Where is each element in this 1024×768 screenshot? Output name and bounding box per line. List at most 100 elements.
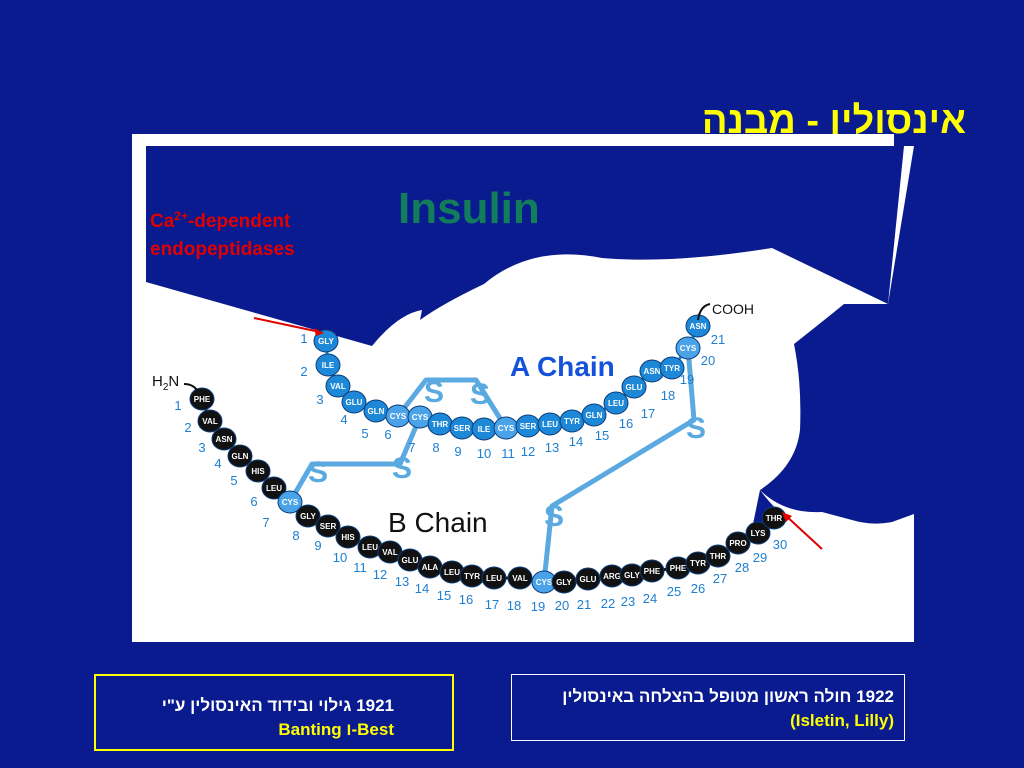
first-patient-line2: (Isletin, Lilly) [790, 711, 894, 730]
discovery-line2: Best-ו Banting [278, 720, 394, 739]
chain-b-residue-number: 15 [437, 588, 451, 603]
residue-label: TYR [564, 417, 580, 426]
residue-label: GLN [586, 411, 603, 420]
chain-b-residue: GLU [575, 567, 601, 591]
cleavage-arrow-b [783, 513, 823, 550]
chain-a-residue-number: 8 [432, 440, 439, 455]
residue-label: TYR [464, 572, 480, 581]
enzyme-label-line2: endopeptidases [150, 239, 295, 260]
chain-b-residue: LEU [261, 476, 287, 500]
chain-a-residue-number: 3 [316, 392, 323, 407]
disulfide-bond [541, 347, 697, 583]
residue-label: PRO [729, 539, 746, 548]
chain-b-residue: GLU [397, 548, 423, 572]
residue-label: LEU [266, 484, 282, 493]
chain-a-residue-number: 6 [384, 427, 391, 442]
residue-label: THR [432, 420, 449, 429]
residue-label: CYS [536, 578, 553, 587]
residue-label: ASN [644, 367, 661, 376]
residue-label: GLU [626, 383, 643, 392]
residue-label: GLY [556, 578, 572, 587]
chain-b-residue-number: 8 [292, 528, 299, 543]
chain-a-residue: GLN [363, 399, 389, 423]
chain-a-residue-number: 5 [361, 426, 368, 441]
chain-a-residue: LEU [603, 391, 629, 415]
chain-b: PHEVALASNGLNHISLEUCYSGLYSERHISLEUVALGLUA… [189, 387, 787, 594]
disulfide-s-label: S [686, 412, 706, 445]
chain-b-residue-number: 12 [373, 567, 387, 582]
chain-b-residue-number: 28 [735, 560, 749, 575]
chain-b-residue-number: 29 [753, 550, 767, 565]
chain-a-residue: TYR [559, 409, 585, 433]
residue-label: LEU [542, 420, 558, 429]
chain-b-residue-number: 17 [485, 597, 499, 612]
residue-label: SER [454, 424, 471, 433]
chain-b-residue: ASN [211, 427, 237, 451]
chain-b-residue: PHE [639, 559, 665, 583]
residue-label: ARG [603, 572, 621, 581]
chain-b-residue-number: 21 [577, 597, 591, 612]
chain-a-residue: LEU [537, 412, 563, 436]
chain-a-residue: SER [515, 414, 541, 438]
cooh-bond [697, 303, 711, 321]
chain-a-residue: GLY [313, 329, 339, 353]
residue-label: ASN [216, 435, 233, 444]
residue-label: LYS [751, 529, 766, 538]
chain-b-residue: CYS [277, 490, 303, 514]
chain-a-residue-number: 16 [619, 416, 633, 431]
residue-label: GLU [402, 556, 419, 565]
a-chain-label: A Chain [510, 351, 615, 382]
chain-b-residue: HIS [335, 525, 361, 549]
disulfide-bond [396, 377, 509, 430]
chain-b-residue-number: 4 [214, 456, 221, 471]
residue-label: VAL [202, 417, 218, 426]
chain-b-residue: GLY [295, 504, 321, 528]
chain-a-residue: THR [427, 412, 453, 436]
residue-label: THR [710, 552, 727, 561]
residue-label: GLY [300, 512, 316, 521]
chain-a-residue: GLU [621, 375, 647, 399]
residue-label: VAL [330, 382, 346, 391]
chain-b-residue-number: 16 [459, 592, 473, 607]
enzyme-region-side [760, 146, 914, 524]
cooh-label: COOH [712, 301, 754, 317]
residue-label: CYS [282, 498, 299, 507]
residue-label: LEU [608, 399, 624, 408]
chain-b-residue: SER [315, 514, 341, 538]
residue-label: ALA [422, 563, 439, 572]
chain-b-residue-number: 19 [531, 599, 545, 614]
chain-b-residue-number: 14 [415, 581, 429, 596]
chain-a-residue: VAL [325, 374, 351, 398]
residue-label: LEU [362, 543, 378, 552]
chain-b-residue-number: 20 [555, 598, 569, 613]
chain-a-residue-number: 10 [477, 446, 491, 461]
chain-a-residue: GLU [341, 390, 367, 414]
chain-b-residue: ALA [417, 555, 443, 579]
enzyme-label-line1: Ca2+-dependent [150, 209, 291, 232]
discovery-line1: 1921 גילוי ובידוד האינסולין ע"י [161, 696, 394, 715]
chain-a-residue-number: 20 [701, 353, 715, 368]
residue-label: THR [766, 514, 783, 523]
chain-b-residue-number: 6 [250, 494, 257, 509]
h2n-label: H2N [152, 373, 179, 393]
residue-label: GLN [232, 452, 249, 461]
disulfide-bonds [287, 347, 697, 583]
chain-b-residue-number: 27 [713, 571, 727, 586]
chain-b-residue: VAL [197, 409, 223, 433]
chain-b-residue: GLY [619, 563, 645, 587]
chain-b-residue-number: 1 [174, 398, 181, 413]
chain-b-residue: TYR [459, 564, 485, 588]
disulfide-s-label: S [424, 376, 444, 409]
residue-label: GLU [580, 575, 597, 584]
chain-a-residue-number: 7 [408, 440, 415, 455]
chain-b-residue-number: 26 [691, 581, 705, 596]
residue-label: GLU [346, 398, 363, 407]
chain-b-residue-number: 25 [667, 584, 681, 599]
chain-b-residue-number: 3 [198, 440, 205, 455]
chain-a-residue-number: 1 [300, 331, 307, 346]
residue-label: PHE [644, 567, 661, 576]
residue-label: VAL [512, 574, 528, 583]
